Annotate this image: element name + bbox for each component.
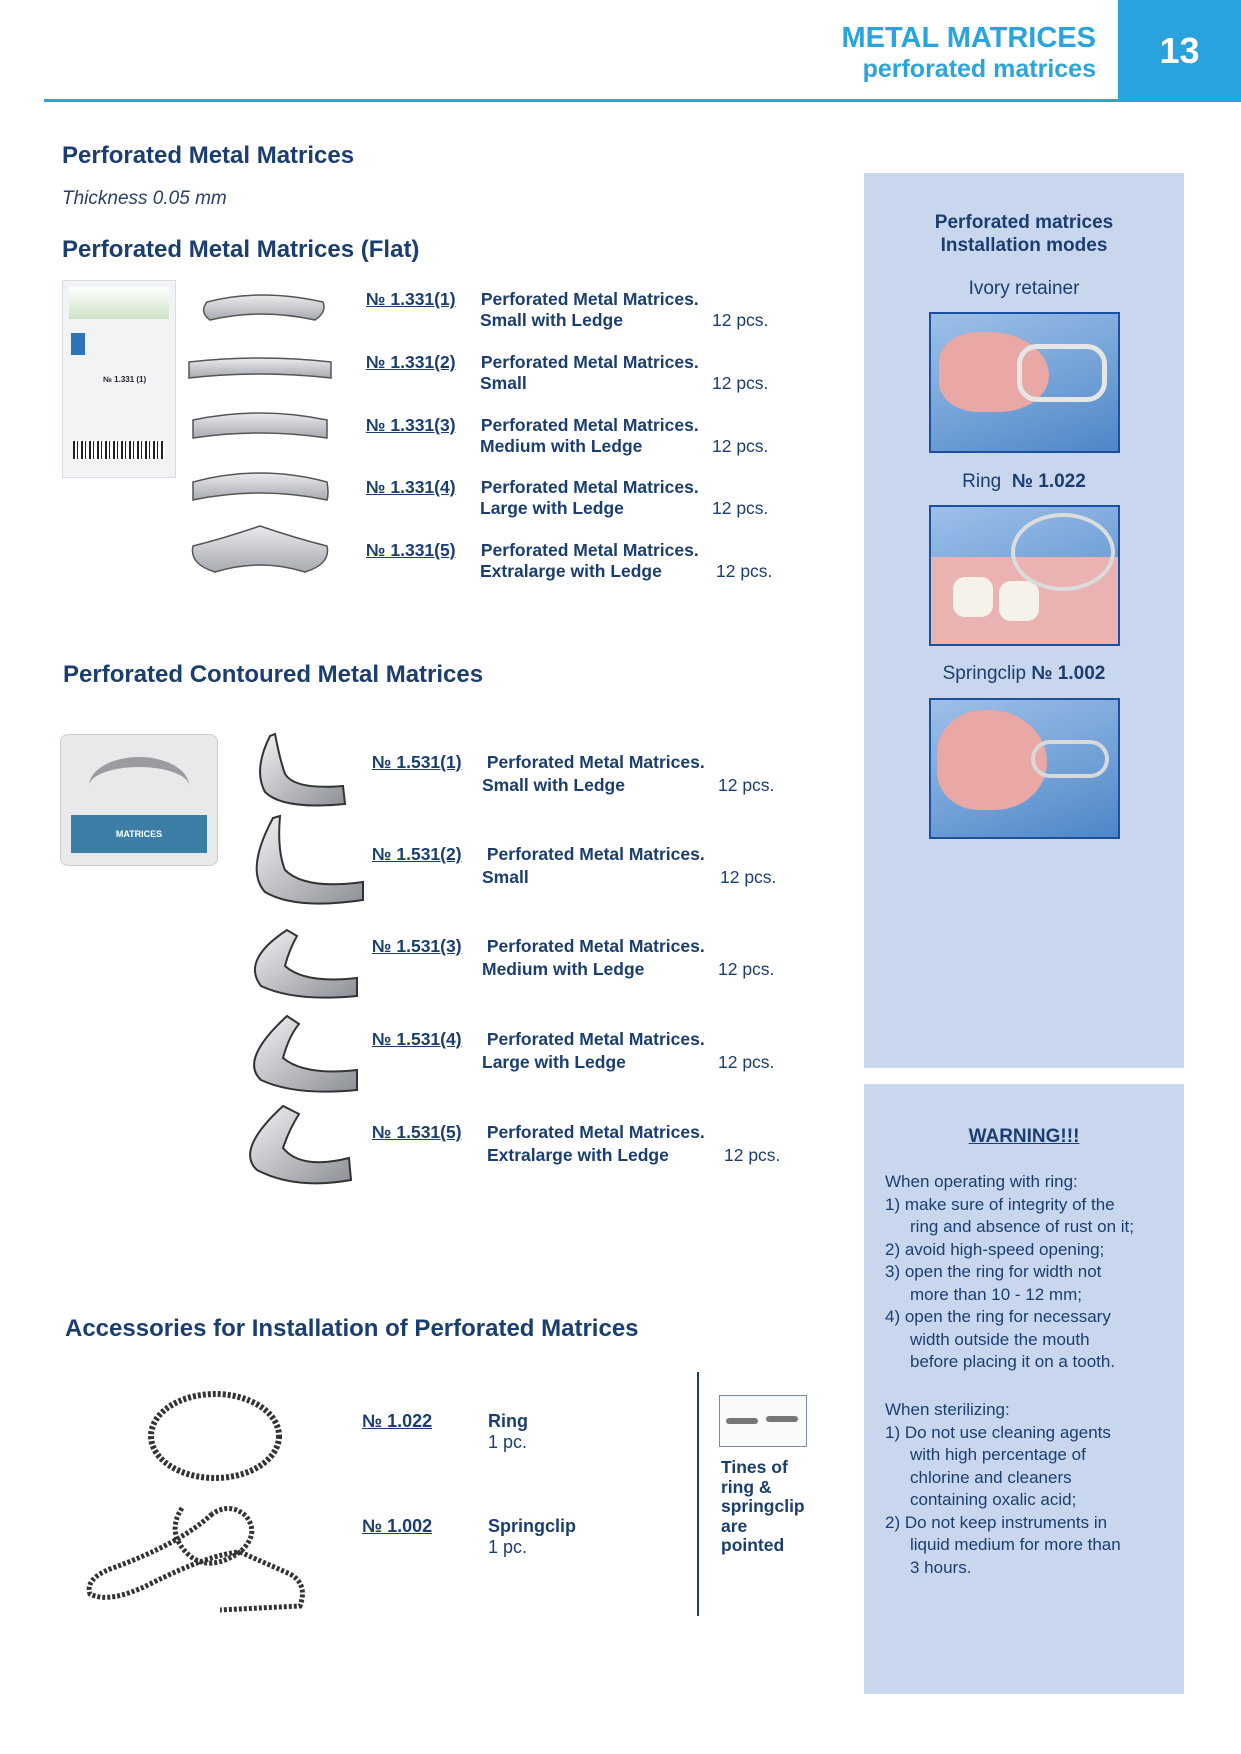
- quantity: 12 pcs.: [716, 561, 773, 581]
- quantity: 12 pcs.: [718, 959, 775, 979]
- package-label: MATRICES: [71, 815, 207, 853]
- barcode-icon: [73, 441, 165, 459]
- section-title-accessories: Accessories for Installation of Perforat…: [65, 1315, 639, 1342]
- ring-and-springclip-image: [86, 1391, 305, 1613]
- installation-modes-panel: Perforated matrices Installation modes I…: [864, 173, 1184, 1068]
- quantity: 12 pcs.: [712, 310, 769, 330]
- list-item: № 1.331(1) Perforated Metal Matrices. Sm…: [366, 289, 769, 330]
- ring-photo: [929, 505, 1120, 646]
- product-name: Ring: [488, 1411, 528, 1431]
- product-number: № 1.331(1): [366, 289, 456, 309]
- section-title-flat: Perforated Metal Matrices (Flat): [62, 236, 420, 263]
- header-title-block: METAL MATRICES perforated matrices: [841, 22, 1096, 84]
- warning-ring-instructions: When operating with ring: 1) make sure o…: [885, 1172, 1134, 1371]
- vertical-divider: [697, 1372, 699, 1616]
- product-number: № 1.022: [362, 1411, 433, 1431]
- quantity: 12 pcs.: [718, 775, 775, 795]
- header-subtitle: perforated matrices: [862, 55, 1096, 84]
- ivory-retainer-photo: [929, 312, 1120, 453]
- package-label: № 1.331 (1): [103, 375, 147, 384]
- product-number: № 1.331(5): [366, 540, 456, 560]
- product-number: № 1.531(5): [372, 1122, 462, 1142]
- list-item: № 1.531(5) Perforated Metal Matrices. Ex…: [372, 1122, 781, 1165]
- list-item: № 1.531(4) Perforated Metal Matrices. La…: [372, 1029, 775, 1072]
- tines-image: [719, 1395, 807, 1447]
- quantity: 12 pcs.: [718, 1052, 775, 1072]
- accessory-springclip: № 1.002 Springclip 1 pc.: [362, 1516, 576, 1558]
- mode-ivory-retainer: Ivory retainer: [968, 278, 1080, 299]
- warning-sterilizing-instructions: When sterilizing: 1) Do not use cleaning…: [885, 1400, 1121, 1577]
- list-item: № 1.531(1) Perforated Metal Matrices. Sm…: [372, 752, 775, 795]
- product-number: № 1.531(3): [372, 936, 462, 956]
- warning-title: WARNING!!!: [968, 1126, 1080, 1147]
- header-divider: [44, 99, 1122, 102]
- warning-panel: WARNING!!! When operating with ring: 1) …: [864, 1084, 1184, 1694]
- product-number: № 1.002: [362, 1516, 433, 1536]
- list-item: № 1.331(3) Perforated Metal Matrices. Me…: [366, 415, 769, 456]
- header-title: METAL MATRICES: [841, 22, 1096, 54]
- mode-springclip: Springclip № 1.002: [942, 663, 1106, 684]
- springclip-photo: [929, 698, 1120, 839]
- thickness-note: Thickness 0.05 mm: [62, 188, 227, 209]
- list-item: № 1.331(2) Perforated Metal Matrices. Sm…: [366, 352, 769, 393]
- product-number: № 1.331(3): [366, 415, 456, 435]
- quantity: 12 pcs.: [724, 1145, 781, 1165]
- mode-ring: Ring № 1.022: [962, 471, 1086, 492]
- product-number: № 1.531(2): [372, 844, 462, 864]
- product-number: № 1.531(1): [372, 752, 462, 772]
- list-item: № 1.531(3) Perforated Metal Matrices. Me…: [372, 936, 775, 979]
- flat-matrices-strips-image: [188, 294, 332, 573]
- section-title-perforated: Perforated Metal Matrices: [62, 142, 355, 169]
- product-name: Springclip: [488, 1516, 577, 1536]
- flat-matrices-package-image: № 1.331 (1): [62, 280, 176, 478]
- page-number: 13: [1118, 0, 1241, 102]
- list-item: № 1.331(4) Perforated Metal Matrices. La…: [366, 477, 769, 518]
- brand-logo-icon: [71, 333, 85, 355]
- quantity: 12 pcs.: [720, 867, 777, 887]
- product-number: № 1.331(4): [366, 477, 456, 497]
- accessory-ring: № 1.022 Ring 1 pc.: [362, 1411, 528, 1453]
- tines-note: Tines of ring & springclip are pointed: [721, 1457, 805, 1555]
- quantity: 1 pc.: [488, 1432, 528, 1452]
- contoured-matrices-package-image: MATRICES: [60, 734, 218, 866]
- contoured-matrices-image: [249, 732, 364, 1185]
- product-number: № 1.531(4): [372, 1029, 462, 1049]
- quantity: 1 pc.: [488, 1537, 528, 1557]
- quantity: 12 pcs.: [712, 373, 769, 393]
- list-item: № 1.331(5) Perforated Metal Matrices. Ex…: [366, 540, 773, 581]
- quantity: 12 pcs.: [712, 436, 769, 456]
- quantity: 12 pcs.: [712, 498, 769, 518]
- panel-title: Perforated matrices Installation modes: [934, 212, 1114, 256]
- section-title-contoured: Perforated Contoured Metal Matrices: [63, 661, 484, 688]
- product-number: № 1.331(2): [366, 352, 456, 372]
- list-item: № 1.531(2) Perforated Metal Matrices. Sm…: [372, 844, 777, 887]
